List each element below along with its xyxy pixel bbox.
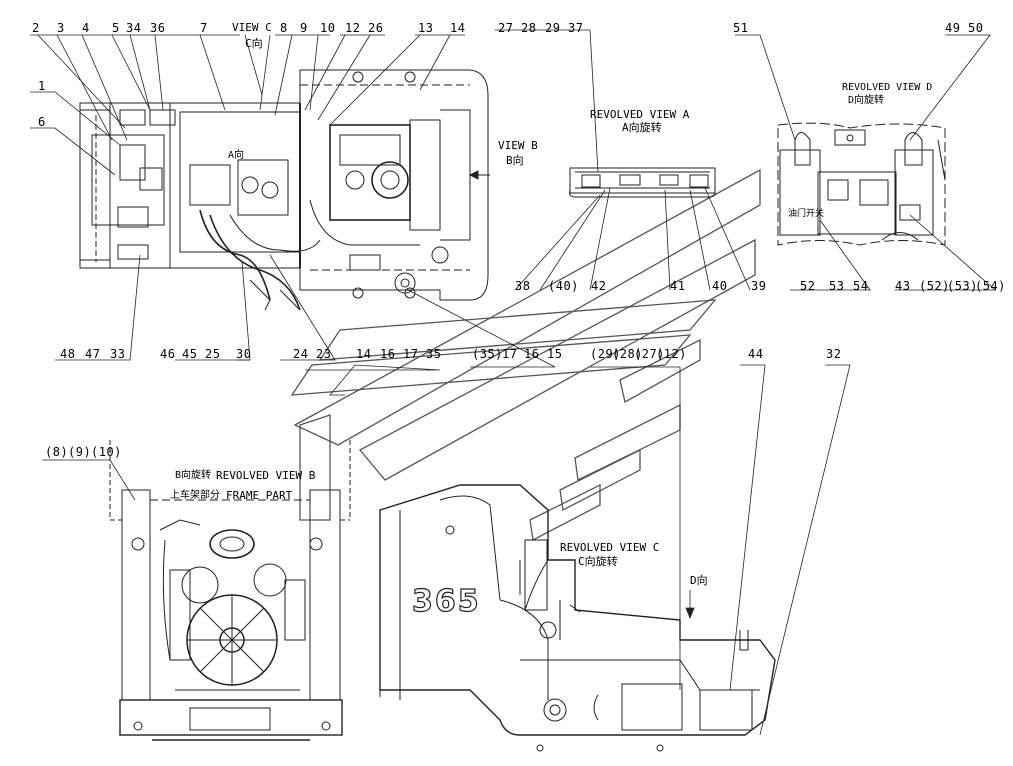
revolved-view-a-title: REVOLVED VIEW A xyxy=(590,108,690,121)
switch-label: 油门开关 xyxy=(788,209,825,219)
callout-paren-35: (35) xyxy=(472,347,503,361)
callout-35: 35 xyxy=(426,347,442,361)
top-view-frame xyxy=(79,69,490,311)
revolved-view-c xyxy=(379,484,776,752)
callout-paren-54: (54) xyxy=(975,279,1006,293)
revolved-view-b-sub-cn: 上车架部分 xyxy=(170,490,220,501)
callout-36: 36 xyxy=(150,21,166,35)
callout-14-bottom: 14 xyxy=(356,347,372,361)
callout-2: 2 xyxy=(32,21,40,35)
callout-44: 44 xyxy=(748,347,764,361)
a-direction-label: A向 xyxy=(228,150,245,161)
callout-51: 51 xyxy=(733,21,749,35)
callout-40: 40 xyxy=(712,279,728,293)
callout-16-bottom: 16 xyxy=(380,347,396,361)
callout-paren-29: (29) xyxy=(590,347,621,361)
callout-42: 42 xyxy=(591,279,607,293)
callout-43: 43 xyxy=(895,279,911,293)
callout-34: 34 xyxy=(126,21,142,35)
callout-6: 6 xyxy=(38,115,46,129)
view-b-title: VIEW B xyxy=(498,139,538,152)
callout-1: 1 xyxy=(38,79,46,93)
callout-15: 15 xyxy=(547,347,563,361)
callout-17-mid: 17 xyxy=(502,347,518,361)
callout-23: 23 xyxy=(316,347,332,361)
callout-paren-9: (9) xyxy=(68,445,92,459)
callout-38: 38 xyxy=(515,279,531,293)
callout-54: 54 xyxy=(853,279,869,293)
view-c-title: VIEW C xyxy=(232,21,272,34)
callout-9: 9 xyxy=(300,21,308,35)
revolved-view-c-title: REVOLVED VIEW C xyxy=(560,541,660,554)
callout-paren-28: (28) xyxy=(612,347,643,361)
callout-26: 26 xyxy=(368,21,384,35)
callout-25: 25 xyxy=(205,347,221,361)
callout-3: 3 xyxy=(57,21,65,35)
callout-8: 8 xyxy=(280,21,288,35)
d-direction-label: D向 xyxy=(690,574,708,587)
callout-paren-53: (53) xyxy=(947,279,978,293)
callout-37: 37 xyxy=(568,21,584,35)
revolved-view-b-sub: FRAME PART xyxy=(226,489,293,502)
revolved-view-d-title: REVOLVED VIEW D xyxy=(842,82,933,93)
revolved-view-b-title: REVOLVED VIEW B xyxy=(216,469,316,482)
model-logo: 365 xyxy=(411,583,481,619)
view-c-title-cn: C向 xyxy=(245,37,263,50)
callout-41: 41 xyxy=(670,279,686,293)
callout-27: 27 xyxy=(498,21,514,35)
callout-paren-10: (10) xyxy=(91,445,122,459)
callout-50: 50 xyxy=(968,21,984,35)
revolved-view-a-title-cn: A向旋转 xyxy=(622,121,662,134)
revolved-view-b-title-cn: B向旋转 xyxy=(175,470,212,481)
view-b-title-cn: B向 xyxy=(506,154,524,167)
callout-32: 32 xyxy=(826,347,842,361)
callout-53: 53 xyxy=(829,279,845,293)
revolved-view-b xyxy=(109,440,351,741)
callout-12: 12 xyxy=(345,21,361,35)
callout-17-bottom: 17 xyxy=(403,347,419,361)
callout-47: 47 xyxy=(85,347,101,361)
callout-paren-40: (40) xyxy=(548,279,579,293)
callout-49: 49 xyxy=(945,21,961,35)
callout-33: 33 xyxy=(110,347,126,361)
callout-14-top: 14 xyxy=(450,21,466,35)
callout-paren-12: (12) xyxy=(656,347,687,361)
callout-10: 10 xyxy=(320,21,336,35)
callout-29: 29 xyxy=(545,21,561,35)
callout-39: 39 xyxy=(751,279,767,293)
callout-24: 24 xyxy=(293,347,309,361)
callout-46: 46 xyxy=(160,347,176,361)
callout-4: 4 xyxy=(82,21,90,35)
callout-paren-27: (27) xyxy=(634,347,665,361)
callout-13: 13 xyxy=(418,21,434,35)
revolved-view-c-title-cn: C向旋转 xyxy=(578,555,618,568)
callout-28: 28 xyxy=(521,21,537,35)
callout-45: 45 xyxy=(182,347,198,361)
callout-48: 48 xyxy=(60,347,76,361)
callout-30: 30 xyxy=(236,347,252,361)
callout-paren-8: (8) xyxy=(45,445,69,459)
leader-lines xyxy=(30,29,997,736)
revolved-view-a xyxy=(569,167,716,198)
callout-paren-52: (52) xyxy=(919,279,950,293)
revolved-view-d-title-cn: D向旋转 xyxy=(848,95,885,106)
callout-16-mid: 16 xyxy=(524,347,540,361)
callout-52: 52 xyxy=(800,279,816,293)
callout-5: 5 xyxy=(112,21,120,35)
revolved-view-d xyxy=(777,122,946,246)
callout-7: 7 xyxy=(200,21,208,35)
